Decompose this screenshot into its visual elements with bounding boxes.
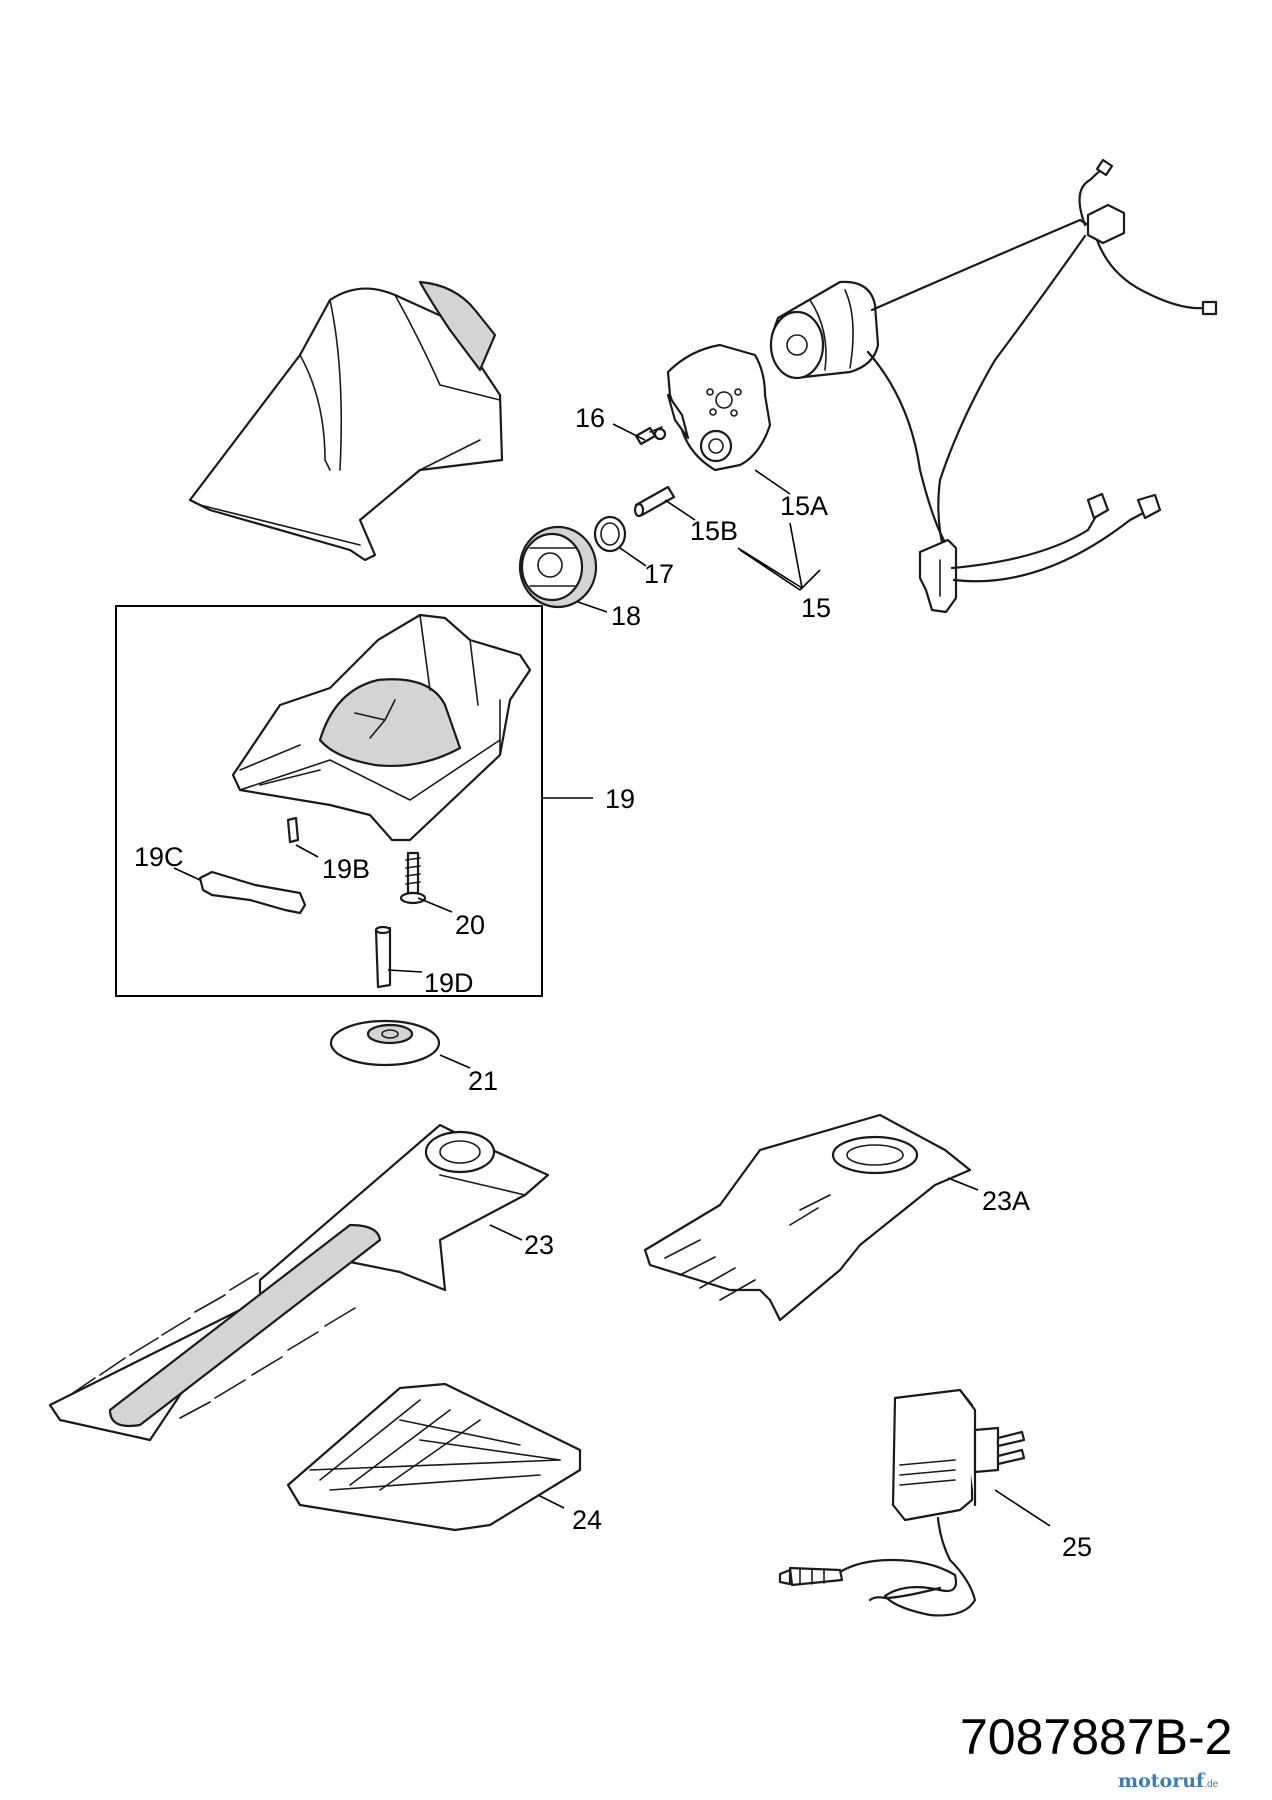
motor-mount-plate [666,343,772,472]
housing-cover [188,280,504,562]
chassis-assembly-19 [115,605,543,997]
callout-19D: 19D [424,968,474,998]
watermark-name: motoruf [1118,1770,1205,1792]
callout-15A: 15A [780,491,828,521]
callout-15B: 15B [690,516,738,546]
screw-16 [634,426,667,446]
callout-21: 21 [468,1066,498,1096]
base-tray [286,1382,582,1532]
document-number: 7087887B-2 [960,1709,1233,1765]
callout-25: 25 [1062,1532,1092,1562]
watermark-suffix: .de [1204,1779,1219,1790]
gear-housing [518,525,598,609]
shaft-pin [633,485,676,518]
leader-lines [173,423,1051,1527]
ring-washer [593,515,627,553]
hedge-blade [48,1123,550,1442]
disc-21 [329,1019,441,1067]
callout-18: 18 [611,601,641,631]
callout-19C: 19C [134,842,184,872]
callout-23A: 23A [982,1186,1030,1216]
callout-15: 15 [801,593,831,623]
callout-labels: 16 15A 15B 17 18 15 19 19C 19B 20 19D 21… [134,403,1092,1562]
motor-wiring-harness [769,158,1218,614]
callout-19: 19 [605,784,635,814]
shrub-blade [643,1113,972,1322]
callout-20: 20 [455,910,485,940]
watermark-logo: motoruf.de [1118,1770,1218,1792]
callout-16: 16 [575,403,605,433]
callout-15-bracket [737,522,803,589]
callout-23: 23 [524,1230,554,1260]
callout-17: 17 [644,559,674,589]
charger [778,1388,1026,1617]
callout-24: 24 [572,1505,602,1535]
callout-19B: 19B [322,854,370,884]
